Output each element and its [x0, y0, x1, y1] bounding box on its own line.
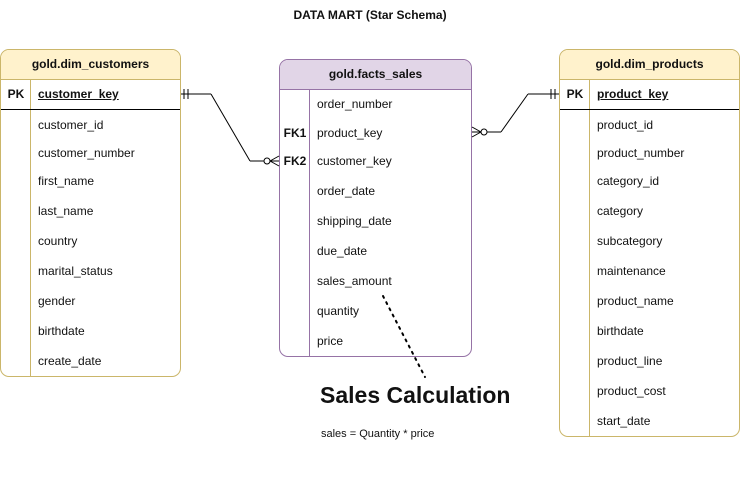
field-row: sales_amount [280, 271, 471, 291]
field-name: order_number [317, 97, 393, 111]
field-row: gender [1, 291, 180, 311]
field-row: last_name [1, 201, 180, 221]
field-name: product_name [597, 294, 674, 308]
field-row: category_id [560, 171, 739, 191]
field-row: subcategory [560, 231, 739, 251]
field-name: gender [38, 294, 76, 308]
field-row: birthdate [560, 321, 739, 341]
field-row: due_date [280, 241, 471, 261]
field-row: category [560, 201, 739, 221]
connector-segment [500, 93, 529, 133]
diagram-title: DATA MART (Star Schema) [293, 8, 447, 22]
field-row: FK1 product_key [280, 123, 471, 143]
many-marker [471, 126, 482, 133]
field-name: first_name [38, 174, 95, 188]
field-name: maintenance [597, 264, 666, 278]
field-row: maintenance [560, 261, 739, 281]
field-row: price [280, 331, 471, 351]
pk-field: customer_key [38, 87, 119, 101]
field-row: product_cost [560, 381, 739, 401]
entity-dim-customers[interactable]: gold.dim_customers PK customer_key custo… [0, 49, 181, 377]
field-name: subcategory [597, 234, 663, 248]
field-row: first_name [1, 171, 180, 191]
optional-marker [263, 157, 271, 165]
entity-header-dim-products: gold.dim_products [560, 50, 739, 80]
field-name: last_name [38, 204, 94, 218]
field-name: shipping_date [317, 214, 392, 228]
field-name: customer_number [38, 146, 135, 160]
pk-label: PK [566, 87, 584, 101]
key-label: FK1 [283, 126, 307, 140]
field-name: product_number [597, 146, 685, 160]
field-row: customer_number [1, 143, 180, 163]
field-name: category [597, 204, 644, 218]
optional-marker [480, 128, 488, 136]
entity-facts-sales[interactable]: gold.facts_sales order_number FK1 product… [279, 59, 472, 357]
entity-dim-products[interactable]: gold.dim_products PK product_key product… [559, 49, 740, 437]
field-name: customer_key [317, 154, 392, 168]
field-name: country [38, 234, 78, 248]
field-name: product_key [317, 126, 383, 140]
field-name: sales_amount [317, 274, 392, 288]
field-row: marital_status [1, 261, 180, 281]
field-name: product_id [597, 118, 654, 132]
field-name: product_line [597, 354, 663, 368]
field-name: category_id [597, 174, 660, 188]
field-name: order_date [317, 184, 376, 198]
field-row: create_date [1, 351, 180, 371]
field-row: customer_id [1, 115, 180, 135]
pk-row: PK product_key [560, 80, 739, 110]
field-row: order_number [280, 94, 471, 114]
field-row: country [1, 231, 180, 251]
field-row: product_name [560, 291, 739, 311]
field-name: start_date [597, 414, 651, 428]
key-column [560, 80, 590, 436]
relationship-sales-to-products [471, 89, 559, 138]
pk-field: product_key [597, 87, 669, 101]
pk-row: PK customer_key [1, 80, 180, 110]
field-row: quantity [280, 301, 471, 321]
many-marker [269, 160, 280, 167]
field-row: product_id [560, 115, 739, 135]
key-column [1, 80, 31, 376]
key-column [280, 90, 310, 356]
field-row: shipping_date [280, 211, 471, 231]
entity-header-facts-sales: gold.facts_sales [280, 60, 471, 90]
annotation-formula: sales = Quantity * price [321, 428, 435, 440]
field-name: product_cost [597, 384, 666, 398]
field-name: create_date [38, 354, 102, 368]
field-row: start_date [560, 411, 739, 431]
many-marker [269, 155, 280, 162]
field-name: price [317, 334, 344, 348]
field-row: product_number [560, 143, 739, 163]
key-label: FK2 [283, 154, 307, 168]
field-row: product_line [560, 351, 739, 371]
field-name: marital_status [38, 264, 113, 278]
field-row: birthdate [1, 321, 180, 341]
entity-header-dim-customers: gold.dim_customers [1, 50, 180, 80]
many-marker [471, 131, 482, 138]
field-name: due_date [317, 244, 368, 258]
annotation-connector [382, 295, 426, 378]
connector-segment [210, 93, 251, 162]
field-name: quantity [317, 304, 360, 318]
field-name: birthdate [597, 324, 644, 338]
field-row: FK2 customer_key [280, 151, 471, 171]
pk-label: PK [7, 87, 25, 101]
annotation-title: Sales Calculation [320, 382, 511, 408]
relationship-customers-to-sales [181, 89, 280, 167]
field-name: customer_id [38, 118, 104, 132]
field-row: order_date [280, 181, 471, 201]
field-name: birthdate [38, 324, 85, 338]
